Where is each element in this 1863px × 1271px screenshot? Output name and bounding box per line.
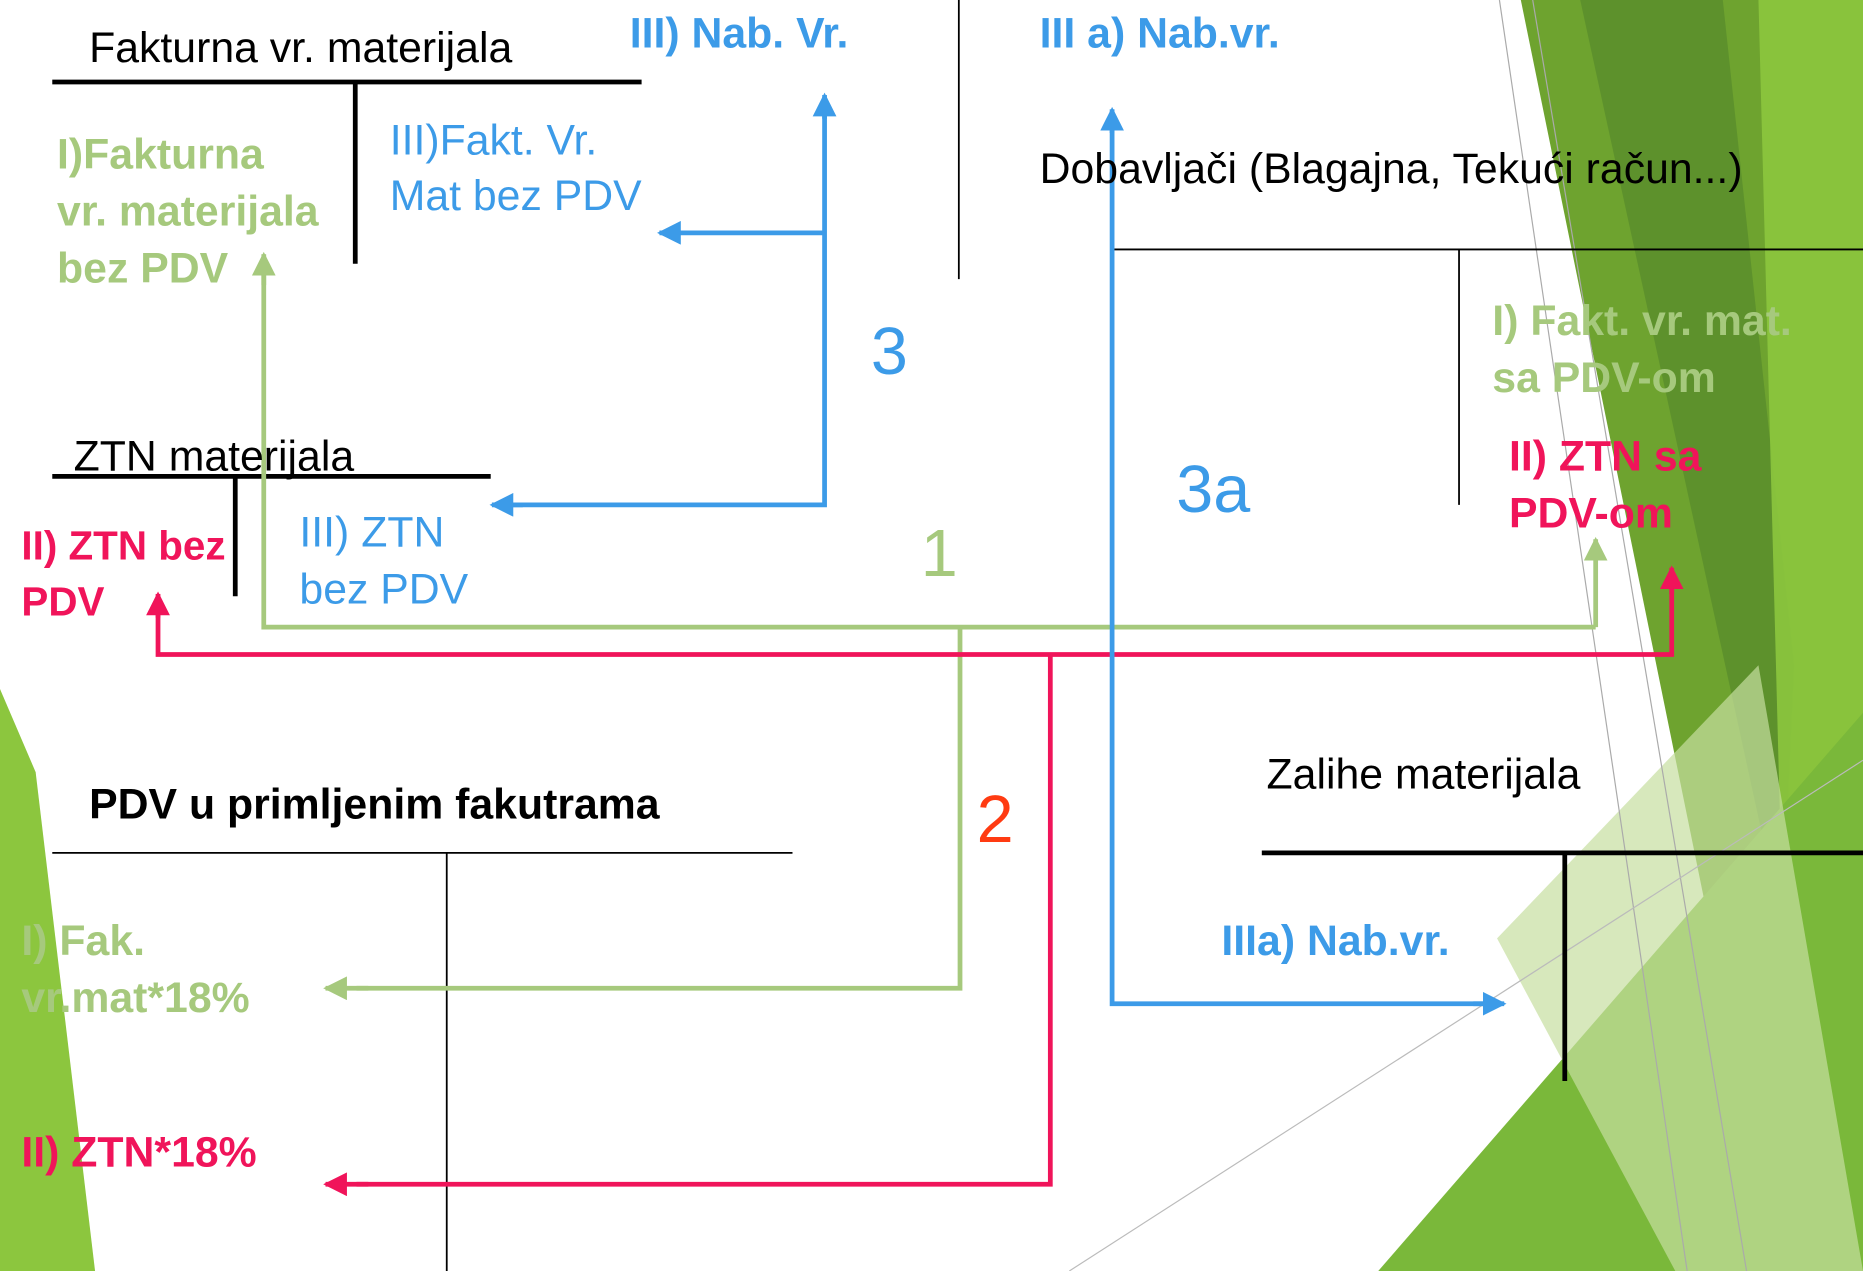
fakturna-credit-line-2: Mat bez PDV bbox=[389, 171, 642, 220]
bottom-light-green-triangle bbox=[1497, 665, 1863, 1271]
flow-2-pink bbox=[146, 565, 1684, 1197]
flow-3a-blue bbox=[1100, 106, 1507, 1016]
dobavljaci-credit-1-line-2: sa PDV-om bbox=[1492, 352, 1716, 402]
t-account-zalihe bbox=[1261, 850, 1863, 1081]
t-account-dobavljaci bbox=[1110, 248, 1863, 505]
t-account-pdv bbox=[52, 851, 793, 1271]
left-green-sliver bbox=[0, 688, 96, 1271]
flow-1-green bbox=[251, 251, 1608, 1001]
pdv-debit-1-line-1: I) Fak. bbox=[21, 915, 145, 965]
fakturna-credit-line-1: III)Fakt. Vr. bbox=[389, 115, 598, 164]
pdv-account-title: PDV u primljenim fakutrama bbox=[89, 779, 660, 828]
right-lime-band bbox=[1758, 0, 1863, 903]
dobavljaci-credit-1-line-1: I) Fakt. vr. mat. bbox=[1492, 295, 1792, 345]
flow-number-3a: 3a bbox=[1176, 451, 1251, 527]
fakturna-debit-line-2: vr. materijala bbox=[57, 186, 319, 236]
deco-thin-line-2 bbox=[1532, 0, 1748, 1271]
dobavljaci-account-title: Dobavljači (Blagajna, Tekući račun...) bbox=[1039, 143, 1743, 193]
pdv-debit-1-line-2: vr.mat*18% bbox=[21, 972, 250, 1022]
zalihe-debit-entry: IIIa) Nab.vr. bbox=[1221, 915, 1450, 965]
flow-number-1: 1 bbox=[920, 515, 958, 591]
flow-3-blue bbox=[489, 92, 837, 517]
nab-vr-3a-label: III a) Nab.vr. bbox=[1039, 8, 1280, 58]
deco-thin-line-3 bbox=[1069, 759, 1863, 1271]
ztn-credit-line-1: III) ZTN bbox=[299, 507, 445, 556]
pdv-debit-entry-2: II) ZTN*18% bbox=[21, 1127, 257, 1176]
deco-thin-line-1 bbox=[1498, 0, 1688, 1271]
nab-vr-3-label: III) Nab. Vr. bbox=[629, 8, 849, 58]
ztn-debit-line-1: II) ZTN bez bbox=[21, 523, 226, 569]
t-account-fakturna bbox=[52, 79, 642, 264]
flow-number-2: 2 bbox=[976, 781, 1014, 857]
ztn-account-title: ZTN materijala bbox=[73, 431, 355, 480]
t-account-ztn bbox=[52, 473, 491, 597]
ztn-credit-line-2: bez PDV bbox=[299, 564, 469, 613]
fakturna-debit-line-1: I)Fakturna bbox=[57, 129, 264, 179]
dobavljaci-credit-2-line-1: II) ZTN sa bbox=[1508, 431, 1702, 480]
dobavljaci-credit-2-line-2: PDV-om bbox=[1508, 488, 1673, 537]
fakturna-debit-line-3: bez PDV bbox=[57, 243, 229, 293]
ztn-debit-line-2: PDV bbox=[21, 579, 105, 625]
zalihe-account-title: Zalihe materijala bbox=[1266, 749, 1581, 799]
fakturna-account-title: Fakturna vr. materijala bbox=[89, 22, 513, 72]
flow-number-3: 3 bbox=[870, 313, 908, 389]
